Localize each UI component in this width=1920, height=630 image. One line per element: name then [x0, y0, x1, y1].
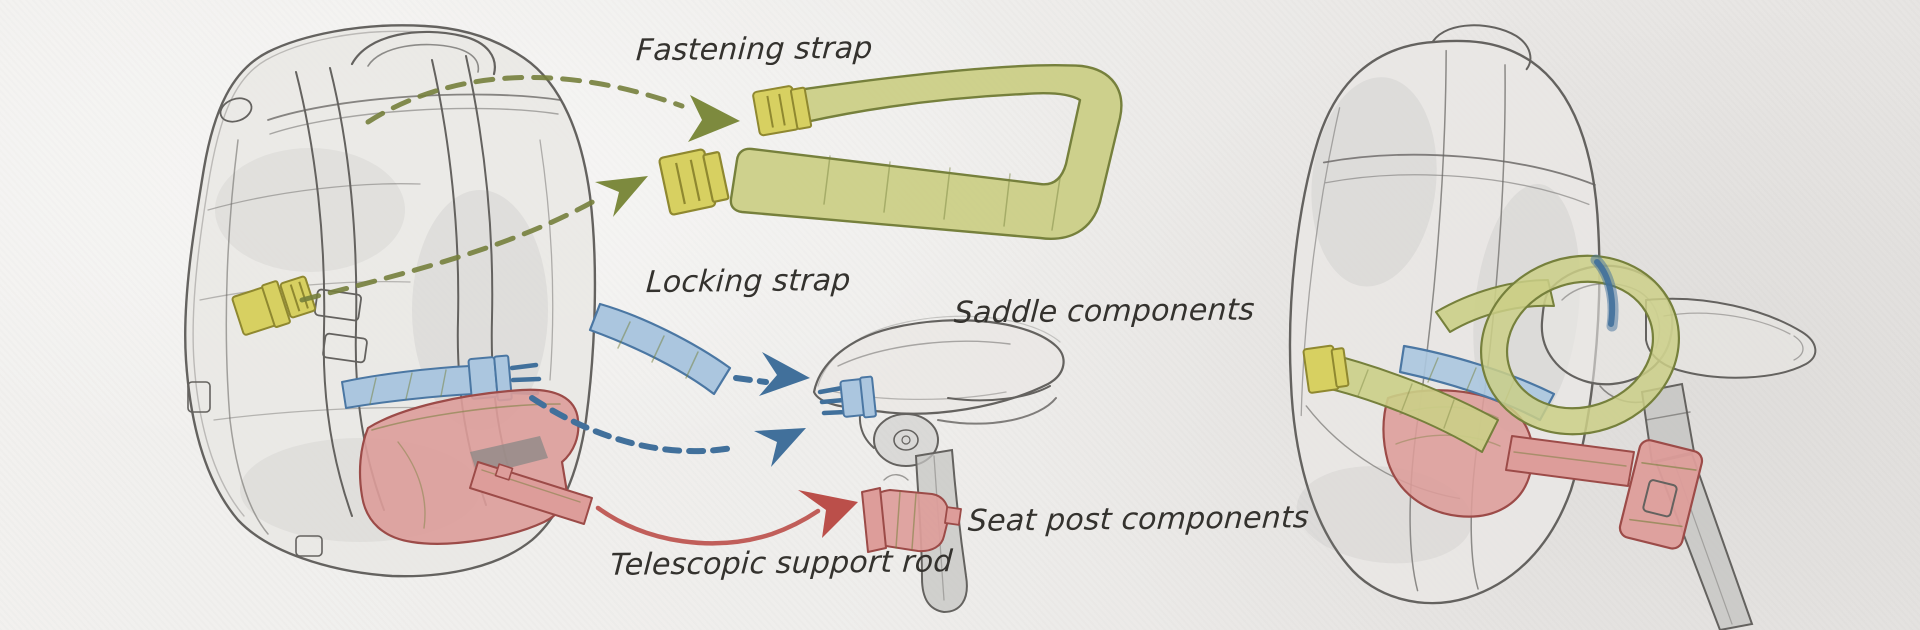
mounted-backpack-sketch	[1288, 24, 1817, 630]
locking-strap-clip	[817, 375, 877, 419]
label-telescopic-support-rod: Telescopic support rod	[608, 544, 954, 583]
blue-arrowhead	[759, 352, 810, 396]
locking-strap-illustration	[529, 302, 810, 467]
support-rod-housing	[358, 388, 593, 545]
label-saddle-components: Saddle components	[952, 292, 1256, 331]
label-fastening-strap: Fastening strap	[634, 30, 874, 69]
left-backpack-sketch	[184, 24, 597, 578]
fastening-strap-illustration	[658, 64, 1123, 240]
red-arrowhead	[798, 490, 858, 538]
olive-arrowhead	[595, 176, 648, 217]
backpack-handle	[350, 30, 496, 76]
mounted-telescopic-rod	[1505, 435, 1635, 487]
fastening-strap-upper-buckle	[752, 85, 813, 137]
mounted-fastening-strap	[1302, 254, 1680, 453]
fastening-strap-buckle-on-backpack	[231, 275, 317, 336]
mounted-seat-post-clamp	[1618, 439, 1704, 550]
saddle-sketch	[812, 315, 1065, 614]
seat-post-clamp	[861, 474, 962, 553]
locking-strap-on-backpack	[341, 354, 542, 409]
label-locking-strap: Locking strap	[644, 262, 852, 301]
blue-arrowhead	[754, 428, 806, 467]
fastening-strap-lower-buckle	[658, 148, 730, 216]
label-seat-post-components: Seat post components	[966, 500, 1310, 539]
telescopic-rod-arrow	[595, 490, 858, 546]
olive-arrowhead	[688, 95, 740, 142]
fastening-strap-arrows	[299, 74, 740, 303]
